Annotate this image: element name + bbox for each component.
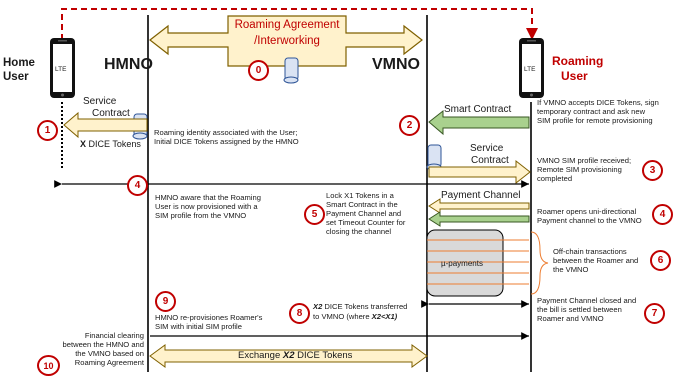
- home-phone-lte-label: LTE: [55, 66, 67, 73]
- micro-payments-brace: [530, 231, 549, 295]
- service-contract-right-1: Service: [470, 143, 504, 154]
- exchange-bold: X2: [282, 350, 295, 361]
- note-9-line2: SIM with initial SIM profile: [155, 322, 242, 331]
- home-user-label-2: User: [3, 71, 29, 83]
- note-1-line1: Roaming identity associated with the Use…: [154, 128, 298, 137]
- step-badge-2: 2: [399, 115, 420, 136]
- step-badge-10: 10: [37, 355, 60, 376]
- note-5-line5: closing the channel: [326, 227, 392, 236]
- note-4-line2: User is now provisioned with a: [155, 202, 258, 211]
- roaming-link-dashed: [56, 8, 538, 52]
- note-8-line2: to VMNO (where X2<X1): [313, 312, 398, 322]
- note-9-line1: HMNO re-provisiones Roamer's: [155, 313, 263, 322]
- title-line1: Roaming Agreement: [234, 19, 340, 31]
- smart-contract-arrow: [428, 109, 530, 136]
- note-4r-line2: Payment channel to the VMNO: [537, 216, 642, 225]
- roaming-user-phone-icon: [519, 38, 544, 98]
- home-user-label-1: Home: [3, 57, 35, 69]
- note-2-line2: temporary contract and ask new: [537, 107, 646, 116]
- note-10-line2: between the HMNO and: [62, 340, 144, 349]
- note-7-line3: Roamer and VMNO: [537, 314, 604, 323]
- exchange-arrow: [149, 344, 428, 368]
- note-8-text1: DICE Tokens transferred: [322, 302, 408, 311]
- note-4-line3: SIM profile from the VMNO: [155, 211, 247, 220]
- note-6-line3: the VMNO: [553, 265, 589, 274]
- exchange-suffix: DICE Tokens: [294, 350, 353, 361]
- note-2-line1: If VMNO accepts DICE Tokens, sign: [537, 98, 659, 107]
- note-4-line1: HMNO aware that the Roaming: [155, 193, 261, 202]
- note-10-line4: Roaming Agreement: [74, 358, 144, 367]
- hmno-label: HMNO: [104, 56, 153, 73]
- smart-contract-label: Smart Contract: [444, 104, 512, 115]
- note-1-line2: Initial DICE Tokens assigned by the HMNO: [154, 137, 299, 146]
- roaming-user-label-2: User: [561, 69, 588, 83]
- note-7-line2: the bill is settled between: [537, 305, 622, 314]
- note-6-line2: between the Roamer and: [553, 256, 639, 265]
- step-badge-4-left: 4: [127, 175, 148, 196]
- roaming-phone-lte-label: LTE: [524, 66, 536, 73]
- step-badge-8: 8: [289, 303, 310, 324]
- note-4r-line1: Roamer opens uni-directional: [537, 207, 637, 216]
- note-6-line1: Off-chain transactions: [553, 247, 627, 256]
- x-dice-tokens-label: X DICE Tokens: [80, 139, 141, 149]
- note-2-line3: SIM profile for remote provisioning: [537, 116, 653, 125]
- title-line2: /Interworking: [254, 35, 320, 47]
- x-dice-suffix: DICE Tokens: [86, 139, 141, 149]
- micro-payments-box: [426, 229, 504, 297]
- note-5-line1: Lock X1 Tokens in a: [326, 191, 394, 200]
- step-badge-4-right: 4: [652, 204, 673, 225]
- step-badge-0: 0: [248, 60, 269, 81]
- step-badge-1: 1: [37, 120, 58, 141]
- note-8-line1: X2 DICE Tokens transferred: [313, 302, 408, 312]
- step-badge-5: 5: [304, 204, 325, 225]
- note-5-line4: set Timeout Counter for: [326, 218, 406, 227]
- service-contract-right-2: Contract: [471, 155, 509, 166]
- payment-channel-arrow-mid: [428, 211, 530, 227]
- service-contract-arrow-right: [428, 159, 531, 185]
- roaming-user-label-1: Roaming: [552, 54, 604, 68]
- vmno-label: VMNO: [372, 56, 420, 73]
- exchange-label: Exchange X2 DICE Tokens: [238, 350, 353, 362]
- scroll-icon-agreement: [283, 57, 299, 84]
- note-7-line1: Payment Channel closed and: [537, 296, 637, 305]
- note-10-line1: Financial clearing: [84, 331, 144, 340]
- micro-payments-label: µ-payments: [441, 259, 483, 268]
- step-badge-7: 7: [644, 303, 665, 324]
- note-8-bold2: X2<X1): [371, 312, 398, 321]
- note-3-line2: Remote SIM provisioning: [537, 165, 622, 174]
- service-contract-left-2: Contract: [92, 108, 130, 119]
- service-contract-left-1: Service: [83, 96, 117, 107]
- payment-channel-label: Payment Channel: [441, 190, 521, 201]
- home-user-phone-icon: [50, 38, 75, 98]
- note-8-bold: X2: [313, 302, 323, 311]
- x-dice-bold: X: [80, 139, 87, 149]
- step-badge-3: 3: [642, 160, 663, 181]
- step-badge-9: 9: [155, 291, 176, 312]
- exchange-prefix: Exchange: [238, 350, 283, 361]
- note-5-line3: Payment Channel and: [326, 209, 402, 218]
- roaming-agreement-arrow: [149, 15, 423, 67]
- note-3-line3: completed: [537, 174, 573, 183]
- note-5-line2: Smart Contract in the: [326, 200, 398, 209]
- note-10-line3: the VMNO based on: [75, 349, 144, 358]
- service-contract-arrow-left: [63, 111, 148, 139]
- step-badge-6: 6: [650, 250, 671, 271]
- note-8-text2: to VMNO (where: [313, 312, 372, 321]
- scroll-icon-service-right: [426, 144, 442, 171]
- note-3-line1: VMNO SIM profile received;: [537, 156, 632, 165]
